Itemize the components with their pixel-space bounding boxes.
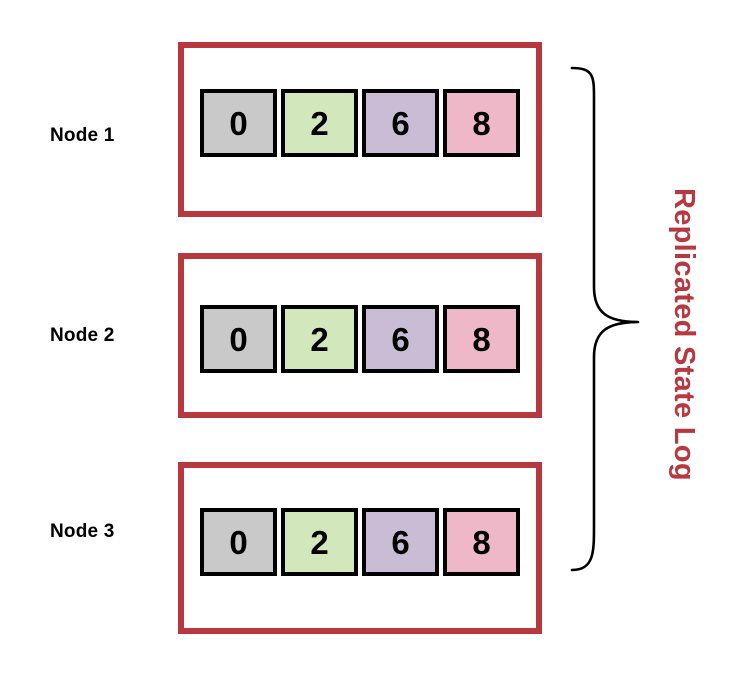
node-label-1: Node 1 [50, 125, 115, 146]
node-label-2: Node 2 [50, 325, 115, 346]
log-entry-value: 2 [310, 104, 329, 142]
log-entry-cell[interactable]: 6 [362, 508, 439, 576]
log-entry-cell[interactable]: 8 [443, 305, 520, 373]
log-entry-value: 8 [472, 523, 491, 561]
log-entry-value: 6 [391, 104, 410, 142]
log-entry-cell[interactable]: 0 [200, 508, 277, 576]
node-container-1: 0 2 6 8 [178, 42, 542, 217]
right-curly-brace-icon [570, 66, 640, 572]
replicated-state-log-title: Replicated State Log [668, 188, 700, 481]
log-entry-value: 6 [391, 320, 410, 358]
log-entry-cell[interactable]: 8 [443, 508, 520, 576]
node-container-3: 0 2 6 8 [178, 462, 542, 634]
log-entry-value: 8 [472, 320, 491, 358]
log-entry-value: 0 [229, 104, 248, 142]
log-entry-cell[interactable]: 6 [362, 305, 439, 373]
log-strip-3: 0 2 6 8 [200, 508, 520, 576]
log-entry-value: 0 [229, 523, 248, 561]
log-entry-value: 0 [229, 320, 248, 358]
brace-container [560, 55, 655, 585]
log-entry-value: 6 [391, 523, 410, 561]
log-entry-value: 2 [310, 320, 329, 358]
log-entry-cell[interactable]: 8 [443, 89, 520, 157]
node-container-2: 0 2 6 8 [178, 253, 542, 418]
log-entry-cell[interactable]: 2 [281, 305, 358, 373]
log-entry-cell[interactable]: 0 [200, 305, 277, 373]
log-entry-value: 2 [310, 523, 329, 561]
log-strip-2: 0 2 6 8 [200, 305, 520, 373]
log-entry-cell[interactable]: 0 [200, 89, 277, 157]
log-entry-cell[interactable]: 2 [281, 89, 358, 157]
node-label-3: Node 3 [50, 521, 115, 542]
log-entry-value: 8 [472, 104, 491, 142]
log-strip-1: 0 2 6 8 [200, 89, 520, 157]
log-entry-cell[interactable]: 6 [362, 89, 439, 157]
log-entry-cell[interactable]: 2 [281, 508, 358, 576]
